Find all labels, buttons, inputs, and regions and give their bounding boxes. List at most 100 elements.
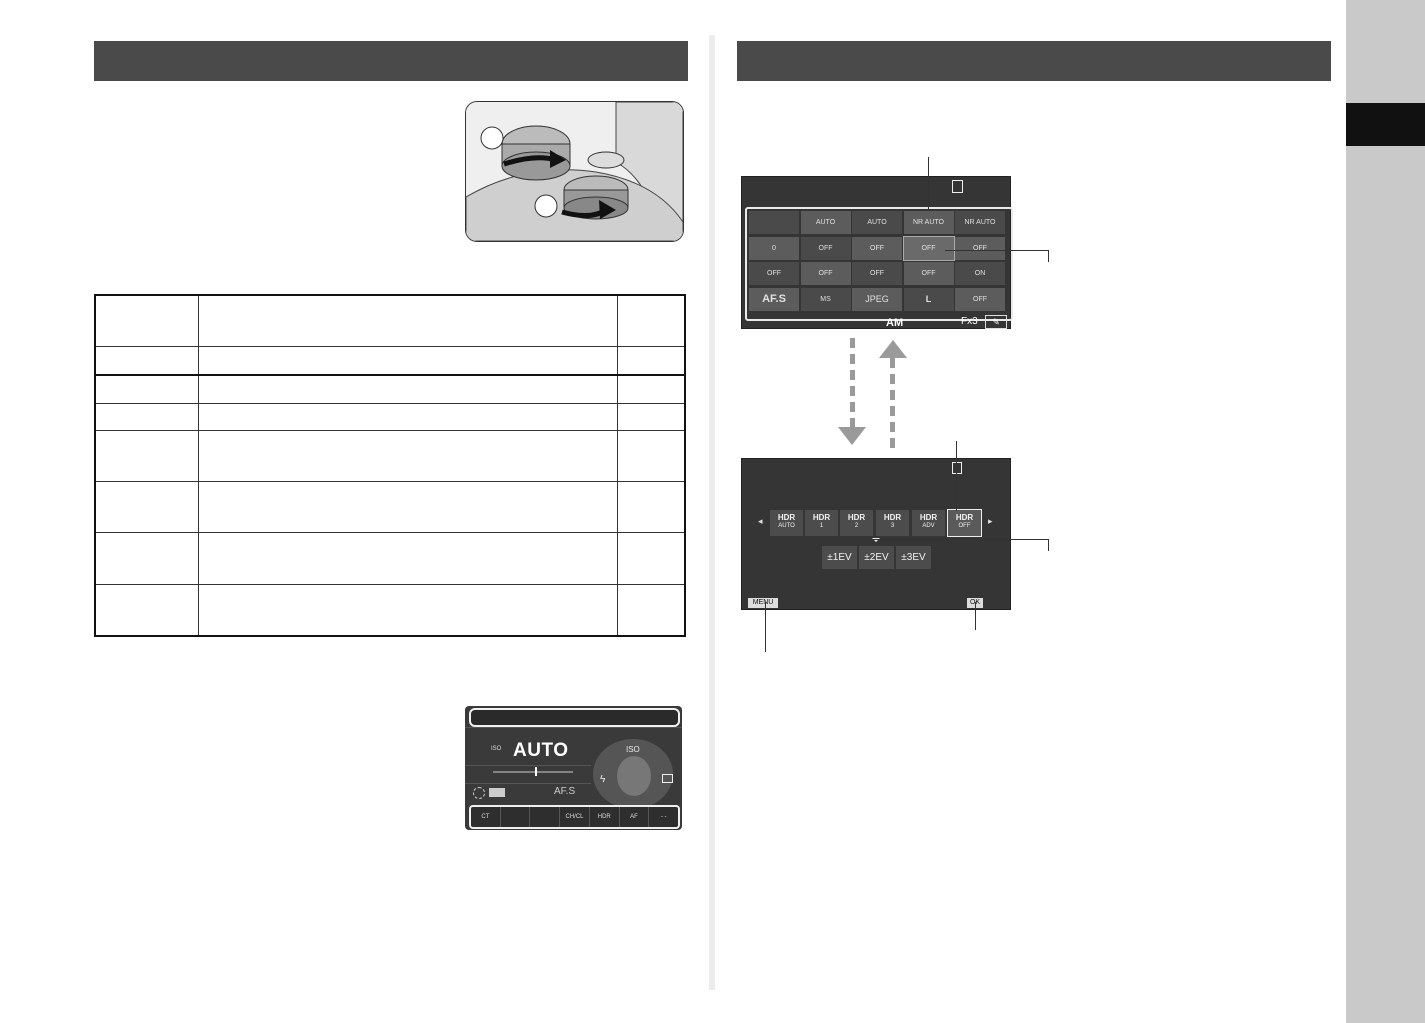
control-panel-cell[interactable]: OFF — [903, 262, 954, 285]
drive-mode-icon — [662, 774, 673, 783]
exposure-mode: AM — [886, 317, 904, 329]
ev-1-button[interactable]: ±1EV — [822, 546, 857, 569]
control-dial-center — [617, 756, 651, 796]
control-panel-cell[interactable]: ON — [955, 262, 1005, 285]
callout-line — [928, 157, 929, 209]
control-panel-cell[interactable]: OFF — [955, 236, 1005, 260]
arrow-down-line — [850, 338, 855, 428]
status-bottom-item[interactable]: AF — [620, 807, 650, 827]
status-bottom-item[interactable]: - - — [660, 814, 667, 820]
control-panel-cell[interactable]: OFF — [749, 262, 799, 285]
frame-label: Fx3 — [961, 316, 978, 327]
table-cell — [94, 374, 199, 404]
callout-line — [1048, 539, 1049, 551]
camera-dials-image — [466, 102, 683, 241]
iso-value: AUTO — [513, 740, 569, 761]
control-panel-cell[interactable]: NR AUTO — [903, 211, 954, 234]
table-cell — [198, 346, 618, 377]
ev-3-button[interactable]: ±3EV — [896, 546, 931, 569]
table-cell — [198, 583, 618, 637]
control-panel-cell[interactable]: JPEG — [852, 287, 902, 311]
section-header-right — [737, 41, 1331, 81]
table-header-cell — [617, 294, 686, 348]
column-divider — [709, 35, 715, 990]
table-cell — [617, 346, 686, 377]
table-cell — [617, 402, 686, 431]
table-cell — [94, 429, 199, 483]
status-bottom-item[interactable]: CH/CL — [560, 807, 590, 827]
table-cell — [617, 374, 686, 404]
drive-icon — [473, 787, 485, 799]
table-header-cell — [198, 294, 618, 348]
control-panel-cell[interactable]: MS — [800, 287, 851, 311]
table-cell — [94, 481, 199, 534]
status-bottom-bar: CT CH/CL HDR AF - - — [469, 805, 680, 829]
dial-illustration — [465, 101, 684, 242]
callout-line — [945, 250, 1049, 251]
callout-line — [975, 602, 976, 630]
control-panel-cell[interactable]: OFF — [955, 287, 1005, 311]
status-top-bar — [469, 708, 680, 727]
control-panel-cell[interactable]: OFF — [800, 262, 851, 285]
control-panel-cell[interactable]: L — [903, 287, 954, 311]
callout-line — [873, 539, 1049, 540]
status-bottom-item[interactable]: CT — [471, 807, 501, 827]
table-cell — [617, 583, 686, 637]
iso-label-right: ISO — [626, 745, 640, 754]
af-mode-label: AF.S — [554, 786, 576, 797]
table-cell — [94, 346, 199, 377]
ev-2-button[interactable]: ±2EV — [859, 546, 894, 569]
callout-line — [956, 441, 957, 511]
card-icon — [952, 180, 963, 193]
table-cell — [617, 429, 686, 483]
table-cell — [198, 532, 618, 585]
control-panel-cell[interactable]: AUTO — [852, 211, 902, 234]
control-panel-cell[interactable]: OFF — [902, 235, 955, 261]
table-cell — [94, 402, 199, 431]
arrow-up-line — [890, 358, 895, 448]
status-bottom-item[interactable]: HDR — [590, 807, 620, 827]
table-cell — [617, 532, 686, 585]
control-panel-grid — [745, 207, 1013, 321]
menu-button[interactable]: MENU — [748, 598, 778, 608]
iso-label: ISO — [491, 746, 502, 752]
section-header-left — [94, 41, 688, 81]
table-cell — [94, 532, 199, 585]
control-panel-cell[interactable]: OFF — [852, 262, 902, 285]
exposure-scale-icon — [493, 767, 573, 776]
callout-line — [1048, 250, 1049, 262]
status-bottom-item[interactable] — [501, 807, 531, 827]
table-cell — [198, 402, 618, 431]
settings-table — [94, 294, 686, 637]
arrow-down-icon — [838, 427, 866, 445]
control-panel-cell[interactable]: OFF — [852, 236, 902, 260]
card-icon — [952, 462, 962, 474]
status-bottom-item[interactable] — [530, 807, 561, 827]
chapter-tab — [1346, 103, 1425, 146]
table-cell — [198, 429, 618, 483]
wrench-icon[interactable]: ✎ — [985, 315, 1007, 329]
status-screen: ISO AUTO AF.S ISO ϟ CT CH/CL HDR AF - - — [465, 706, 682, 830]
table-header-cell — [94, 294, 199, 348]
control-panel-cell[interactable]: 0 — [749, 236, 799, 260]
chapter-strip — [1346, 0, 1425, 1023]
table-cell — [94, 583, 199, 637]
control-panel-cell[interactable]: OFF — [800, 236, 851, 260]
control-panel-cell[interactable]: NR AUTO — [955, 211, 1005, 234]
chevron-right-icon[interactable]: ▸ — [988, 516, 993, 526]
control-panel-cell[interactable]: AUTO — [800, 211, 851, 234]
chevron-left-icon[interactable]: ◂ — [758, 516, 763, 526]
table-cell — [198, 374, 618, 404]
arrow-up-icon — [879, 340, 907, 358]
control-panel-cell[interactable] — [749, 211, 799, 234]
control-panel-cell[interactable]: AF.S — [749, 287, 799, 311]
caret-down-icon — [872, 538, 880, 542]
